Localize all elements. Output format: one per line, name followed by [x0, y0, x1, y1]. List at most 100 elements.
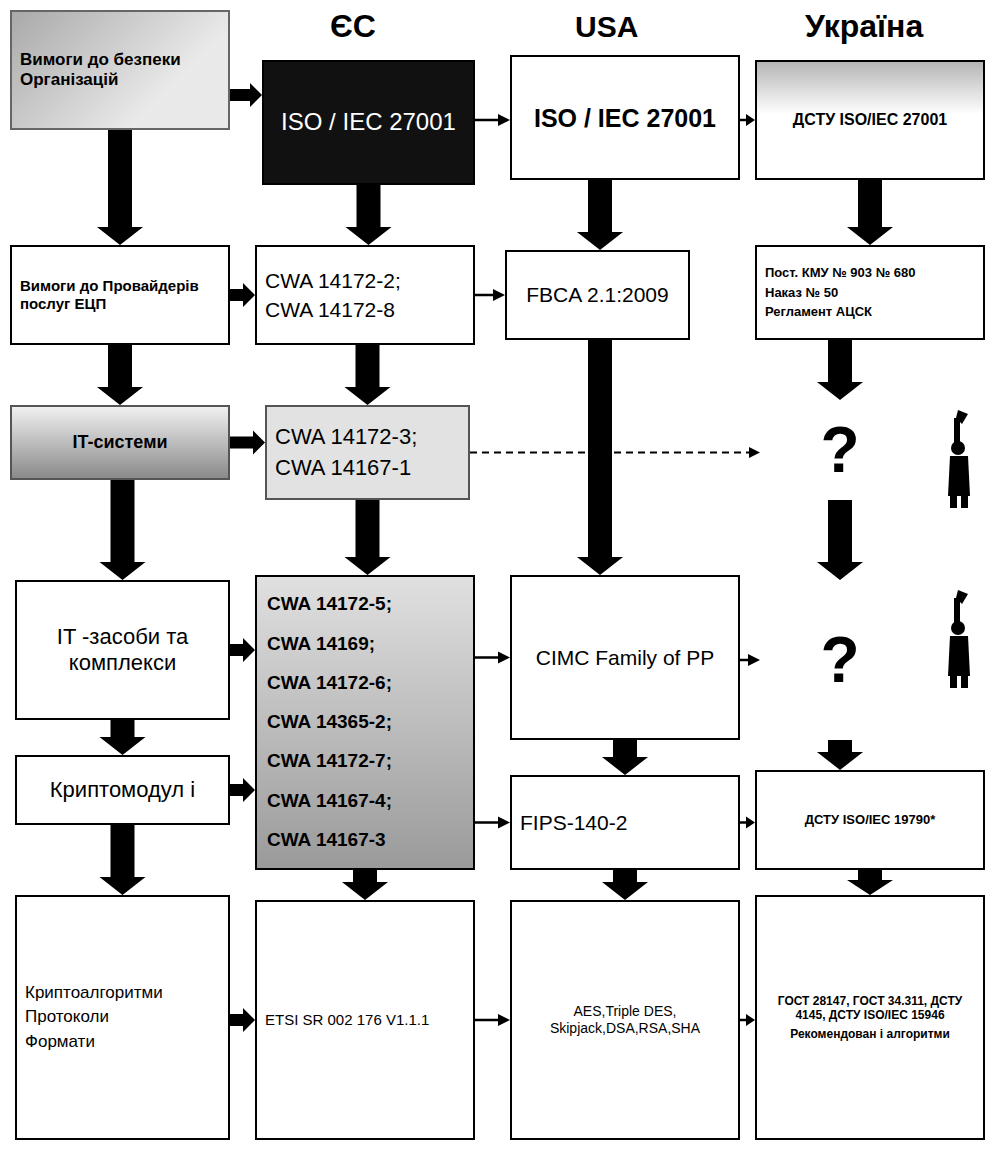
flow-arrow: [230, 1008, 255, 1032]
node-text: CWA 14172-8: [265, 297, 465, 322]
node-text: ДСТУ ISO/IEC 27001: [765, 110, 975, 129]
flow-arrow: [847, 180, 893, 245]
arrow-body: [475, 114, 510, 126]
node-text: CWA 14167-4;: [267, 790, 463, 813]
node-text: Регламент АЦСК: [765, 304, 975, 320]
flow-arrow: [740, 817, 755, 829]
node-text: CWA 14172-6;: [267, 672, 463, 695]
standard-box: CWA 14172-3;CWA 14167-1: [265, 405, 470, 500]
node-text: CWA 14172-2;: [265, 268, 465, 293]
flow-arrow: [230, 431, 265, 455]
standard-box: CIMC Family of PP: [510, 575, 740, 740]
arrow-body: [342, 870, 388, 900]
arrow-body: [577, 340, 623, 575]
arrow-body: [230, 83, 262, 107]
flow-arrow: [740, 1014, 755, 1026]
arrow-body: [602, 870, 648, 900]
arrow-body: [230, 638, 255, 662]
arrow-body: [740, 114, 755, 126]
arrow-body: [817, 340, 863, 400]
node-text: ISO / IEC 27001: [272, 108, 465, 137]
flow-arrow: [475, 817, 510, 829]
node-text: IT -засоби та комплекси: [25, 624, 220, 677]
algorithm-box: ГОСТ 28147, ГОСТ 34.311, ДСТУ 4145, ДСТУ…: [755, 895, 985, 1140]
cartoon-figure: [948, 590, 970, 688]
node-text: CWA 14172-7;: [267, 750, 463, 773]
requirement-box: Вимоги до Провайдерів послуг ЕЦП: [10, 245, 230, 345]
flow-arrow: [97, 345, 143, 405]
node-text: FBCA 2.1:2009: [515, 282, 680, 307]
column-heading: ЄС: [330, 8, 376, 45]
flow-arrow: [577, 340, 623, 575]
flow-arrow: [602, 740, 648, 775]
node-text: CWA 14167-1: [275, 455, 460, 481]
node-text: Вимоги до Провайдерів послуг ЕЦП: [20, 277, 220, 313]
flow-arrow: [345, 500, 391, 575]
node-text: Протоколи: [25, 1007, 220, 1027]
column-heading: Україна: [805, 8, 923, 45]
node-text: Криптомодул і: [25, 777, 220, 803]
standard-box: ISO / IEC 27001: [262, 60, 475, 185]
node-text: CWA 14169;: [267, 633, 463, 656]
regulation-box: Пост. КМУ № 903 № 680Наказ № 50Регламент…: [755, 245, 985, 340]
flow-arrow: [577, 180, 623, 250]
arrow-body: [230, 778, 255, 802]
arrow-body: [475, 1014, 510, 1026]
requirement-box: Вимоги до безпеки Організацій: [10, 10, 230, 130]
arrow-body: [100, 720, 146, 755]
arrow-body: [475, 817, 510, 829]
flow-arrow: [345, 345, 391, 405]
arrow-body: [345, 500, 391, 575]
requirement-box: КриптоалгоритмиПротоколиФормати: [15, 895, 230, 1140]
flow-arrow: [230, 83, 262, 107]
flow-arrow: [230, 638, 255, 662]
arrow-body: [97, 345, 143, 405]
standard-box: ДСТУ ISO/IEC 27001: [755, 60, 985, 180]
flow-arrow: [475, 652, 510, 664]
flow-arrow: [475, 289, 505, 301]
node-text: FIPS-140-2: [520, 810, 730, 835]
arrow-body: [847, 870, 893, 895]
node-text: ДСТУ ISO/IEC 19790*: [765, 812, 975, 828]
node-text: CWA 14365-2;: [267, 711, 463, 734]
node-text: ГОСТ 28147, ГОСТ 34.311, ДСТУ 4145, ДСТУ…: [765, 994, 975, 1023]
flow-arrow: [342, 870, 388, 900]
standard-box: ETSI SR 002 176 V1.1.1: [255, 900, 475, 1140]
flow-arrow: [602, 870, 648, 900]
flow-arrow: [817, 340, 863, 400]
arrow-body: [230, 283, 255, 307]
requirement-box: Криптомодул і: [15, 755, 230, 825]
flow-arrow: [475, 1014, 510, 1026]
standard-box: CWA 14172-2; CWA 14172-8: [255, 245, 475, 345]
question-mark: ?: [760, 400, 920, 500]
node-text: Криптоалгоритми: [25, 983, 220, 1003]
arrow-body: [740, 1014, 755, 1026]
arrow-body: [230, 431, 265, 455]
node-text: AES,Triple DES, Skipjack,DSA,RSA,SHA: [520, 1003, 730, 1037]
flow-arrow: [470, 447, 760, 458]
cartoon-figure: [948, 410, 970, 508]
flow-arrow: [100, 720, 146, 755]
arrow-body: [817, 500, 863, 580]
node-text: CWA 14167-3: [267, 829, 463, 852]
flow-arrow: [346, 185, 392, 245]
arrow-body: [817, 740, 863, 770]
node-text: CWA 14172-5;: [267, 593, 463, 616]
arrow-head: [749, 447, 760, 458]
column-heading: USA: [575, 10, 638, 44]
arrow-body: [602, 740, 648, 775]
node-text: Рекомендован і алгоритми: [765, 1027, 975, 1041]
node-text: Пост. КМУ № 903 № 680: [765, 265, 975, 281]
node-text: Формати: [25, 1032, 220, 1052]
standard-box: FBCA 2.1:2009: [505, 250, 690, 340]
flow-arrow: [230, 283, 255, 307]
question-mark: ?: [760, 580, 920, 740]
flow-arrow: [100, 825, 146, 895]
arrow-body: [475, 289, 505, 301]
node-text: ETSI SR 002 176 V1.1.1: [265, 1011, 465, 1029]
arrow-body: [345, 345, 391, 405]
node-text: CIMC Family of PP: [520, 645, 730, 670]
node-text: ISO / IEC 27001: [520, 103, 730, 133]
arrow-body: [847, 180, 893, 245]
arrow-body: [100, 480, 146, 580]
